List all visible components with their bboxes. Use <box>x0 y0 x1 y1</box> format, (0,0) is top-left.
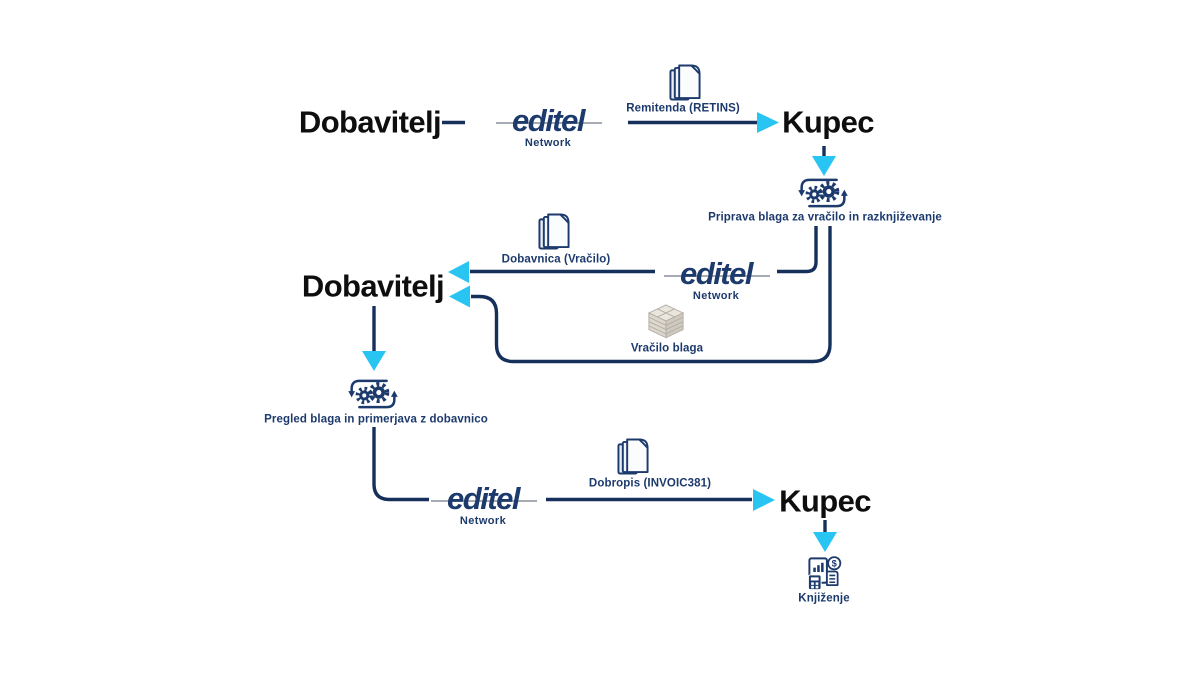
documents-icon-credit-note <box>617 438 650 477</box>
process-cycle-gears-icon-inspect <box>347 378 399 411</box>
process-cycle-gears-icon-prepare <box>797 177 849 210</box>
editel-network-label: Network <box>524 137 572 149</box>
editel-wordmark: editel <box>664 258 770 289</box>
connector-prepare-to-editel <box>777 226 818 274</box>
logo-strike-line <box>496 122 602 125</box>
arrowhead-buyer-bottom-down <box>813 532 837 552</box>
arrowhead-retins <box>757 112 779 133</box>
documents-icon-delivery-note <box>538 213 571 252</box>
accounting-posting-icon <box>806 555 843 592</box>
arrowhead-delivery-note <box>448 261 469 283</box>
logo-strike-line <box>431 500 537 503</box>
label-process-prepare-return: Priprava blaga za vračilo in razknjiževa… <box>708 211 942 224</box>
editel-network-logo-mid: editel Network <box>664 258 770 302</box>
editel-network-label: Network <box>459 515 507 527</box>
actor-buyer-bottom: Kupec <box>779 483 871 519</box>
editel-wordmark: editel <box>496 105 602 136</box>
logo-strike-line <box>664 275 770 278</box>
arrowhead-credit-note <box>753 489 775 511</box>
arrowhead-supplier-mid-down <box>362 351 386 371</box>
documents-icon-retins <box>669 64 702 103</box>
label-process-posting: Knjiženje <box>798 592 850 605</box>
actor-supplier-top: Dobavitelj <box>298 104 442 140</box>
goods-pallet-icon <box>645 303 687 341</box>
connector-goods-return-path <box>471 226 832 364</box>
label-credit-note: Dobropis (INVOIC381) <box>588 477 712 490</box>
editel-wordmark: editel <box>431 483 537 514</box>
actor-supplier-mid: Dobavitelj <box>301 268 445 304</box>
arrowhead-buyer-top-down <box>812 156 836 176</box>
arrowhead-goods-return <box>449 285 470 308</box>
label-process-goods-inspection: Pregled blaga in primerjava z dobavnico <box>264 413 488 426</box>
label-goods-return: Vračilo blaga <box>630 342 704 355</box>
actor-buyer-top: Kupec <box>782 104 874 140</box>
editel-network-logo-bottom: editel Network <box>431 483 537 527</box>
editel-network-logo-top: editel Network <box>496 105 602 149</box>
editel-network-label: Network <box>692 290 740 302</box>
label-retins: Remitenda (RETINS) <box>626 102 740 115</box>
connector-inspect-to-editel <box>372 427 429 502</box>
label-return-delivery-note: Dobavnica (Vračilo) <box>501 253 611 266</box>
